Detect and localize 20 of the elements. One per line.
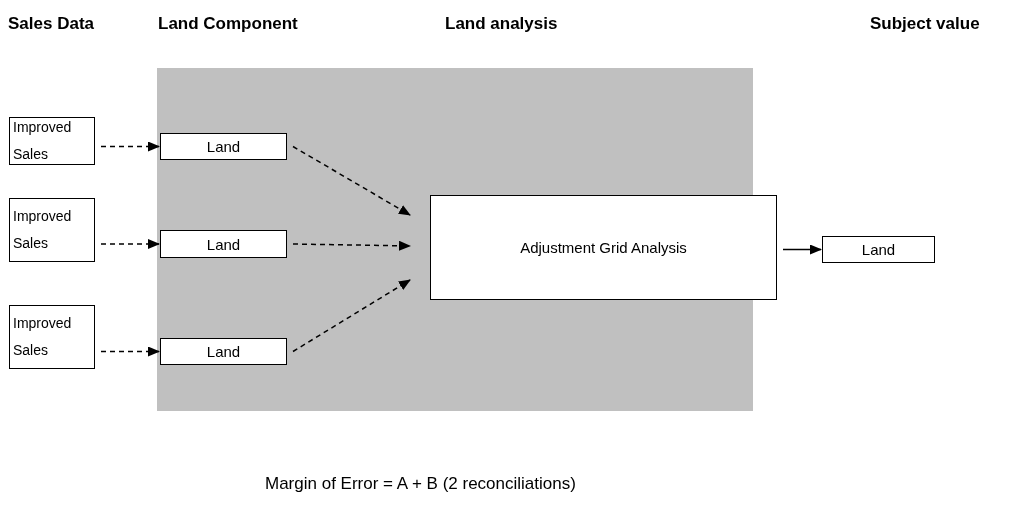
process-box: Improved Sales bbox=[9, 117, 95, 165]
process-box: Land bbox=[160, 133, 287, 160]
analysis-box: Adjustment Grid Analysis bbox=[430, 195, 777, 300]
process-box: Land bbox=[160, 338, 287, 365]
process-box: Land bbox=[160, 230, 287, 258]
process-box: Land bbox=[822, 236, 935, 263]
column-heading: Sales Data bbox=[8, 14, 94, 34]
arrow bbox=[100, 346, 160, 357]
column-heading: Land Component bbox=[158, 14, 298, 34]
arrow bbox=[292, 240, 411, 251]
process-box: Improved Sales bbox=[9, 198, 95, 262]
process-box: Improved Sales bbox=[9, 305, 95, 369]
arrow bbox=[100, 141, 160, 152]
column-heading: Subject value bbox=[870, 14, 980, 34]
arrow bbox=[782, 244, 822, 255]
arrow bbox=[292, 145, 411, 216]
arrow bbox=[100, 239, 160, 249]
arrow bbox=[292, 279, 411, 353]
column-heading: Land analysis bbox=[445, 14, 558, 34]
note-text: Margin of Error = A + B (2 reconciliations) bbox=[265, 474, 576, 494]
